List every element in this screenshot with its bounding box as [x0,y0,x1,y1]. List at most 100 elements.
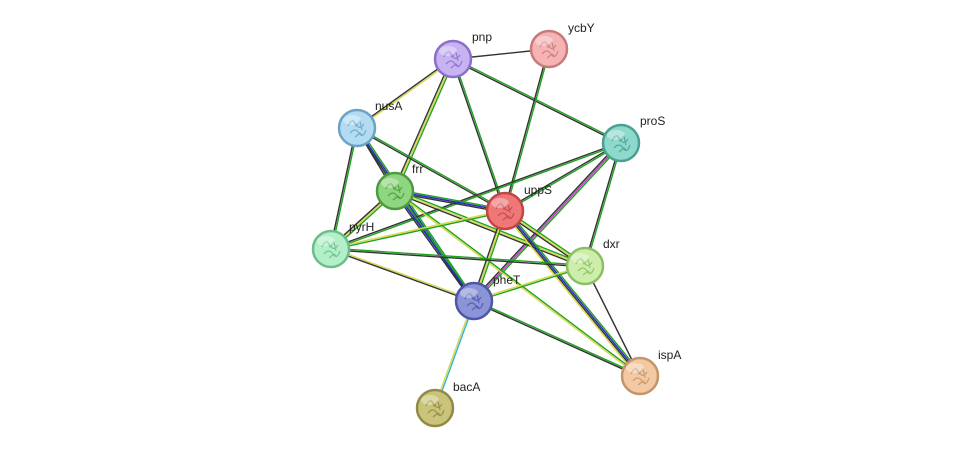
edge-evidence-line [584,265,641,377]
node-label: pnp [472,30,492,44]
node-highlight [571,253,589,263]
edge-evidence-line [473,301,640,378]
edge-evidence-line [474,143,623,303]
node-highlight [460,288,478,298]
edge-evidence-line [357,59,454,130]
protein-structure-icon [321,240,341,259]
node-disc [485,191,525,231]
edge-pnp-uppS [451,58,507,212]
edge-frr-pheT [393,189,476,303]
edge-proS-uppS [504,141,622,213]
node-highlight [317,236,335,246]
node-highlight [343,115,361,125]
edge-evidence-line [394,190,475,302]
protein-structure-icon [385,182,405,201]
edge-evidence-line [505,49,551,212]
edge-evidence-line [395,189,476,301]
node-pnp[interactable]: pnp [433,30,492,79]
edge-evidence-line [331,143,622,251]
edge-evidence-line [329,127,357,249]
node-highlight [535,36,553,46]
node-frr[interactable]: frr [375,162,423,211]
edge-pnp-nusA [356,57,454,130]
edge-nusA-pyrH [329,127,359,250]
protein-structure-icon [539,40,559,59]
edge-evidence-line [394,58,454,192]
edge-evidence-line [452,59,621,145]
edge-frr-ispA [394,189,641,378]
edge-frr-dxr [394,188,586,269]
edge-evidence-line [395,188,586,266]
protein-structure-icon [575,257,595,276]
node-disc [620,356,660,396]
edge-evidence-line [453,57,622,143]
edge-evidence-line [453,58,507,211]
node-disc [311,229,351,269]
edge-evidence-line [504,141,621,211]
edge-evidence-line [330,249,474,303]
node-ycbY[interactable]: ycbY [529,21,595,69]
node-label: frr [412,162,423,176]
edge-pheT-ispA [473,299,641,378]
protein-structure-icon [495,202,515,221]
edge-proS-pheT [472,141,623,303]
node-bacA[interactable]: bacA [415,380,480,428]
edge-proS-dxr [583,142,623,267]
edge-evidence-line [474,299,641,376]
node-uppS[interactable]: uppS [485,183,552,231]
edge-evidence-line [357,126,476,301]
edge-evidence-line [502,212,639,378]
edge-pnp-proS [452,57,622,145]
edge-evidence-line [393,191,474,303]
edge-evidence-line [394,190,586,267]
edge-evidence-line [395,189,641,376]
edge-evidence-line [503,211,640,377]
edge-evidence-line [583,142,621,266]
edge-evidence-line [395,59,456,192]
edge-evidence-line [394,191,640,378]
protein-structure-icon [630,367,650,386]
edge-evidence-line [331,247,475,301]
node-label: dxr [603,237,620,251]
edge-evidence-line [505,143,622,213]
node-disc [415,388,455,428]
node-disc [454,281,494,321]
edge-evidence-line [356,127,475,302]
edge-dxr-pheT [473,264,586,303]
node-highlight [626,363,644,373]
edge-evidence-line [331,211,506,251]
edge-evidence-line [506,209,643,375]
node-label: ycbY [568,21,595,35]
node-disc [337,108,377,148]
edge-evidence-line [394,191,585,269]
edge-evidence-line [473,264,585,301]
edge-evidence-line [356,57,453,128]
node-label: ispA [658,348,681,362]
protein-structure-icon [347,119,367,138]
edge-evidence-line [474,266,586,303]
node-layer: pnp ycbY nusA proS frr uppS pyrH dxr pheT ispA bac… [311,21,681,428]
edge-evidence-line [330,249,585,268]
edge-evidence-line [331,128,359,250]
protein-structure-icon [443,50,463,69]
node-proS[interactable]: proS [601,114,665,163]
node-highlight [381,178,399,188]
node-highlight [491,198,509,208]
node-dxr[interactable]: dxr [565,237,620,286]
edge-evidence-line [330,209,505,249]
protein-structure-icon [464,292,484,311]
node-ispA[interactable]: ispA [620,348,681,396]
node-pyrH[interactable]: pyrH [311,220,374,269]
edge-evidence-line [585,143,623,267]
node-label: pheT [493,273,521,287]
node-pheT[interactable]: pheT [454,273,521,321]
edge-evidence-line [472,141,621,301]
edge-dxr-ispA [584,265,641,377]
node-highlight [607,130,625,140]
node-nusA[interactable]: nusA [337,99,402,148]
edge-nusA-uppS [356,126,506,213]
edge-pyrH-pheT [330,247,475,303]
edge-evidence-line [392,58,453,191]
edge-pyrH-dxr [330,247,586,268]
